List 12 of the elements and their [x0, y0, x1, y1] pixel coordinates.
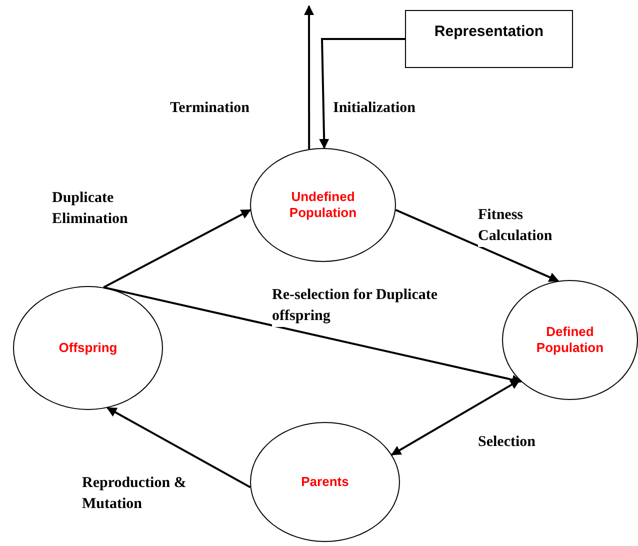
process-box: Representation	[405, 10, 573, 68]
arrow	[103, 286, 522, 385]
arrow	[390, 379, 520, 456]
arrow	[103, 209, 252, 288]
arrow	[319, 38, 405, 149]
arrow	[304, 5, 314, 150]
state-circle: Defined Population	[502, 280, 638, 400]
state-circle: Parents	[250, 422, 400, 542]
state-circle: Offspring	[13, 286, 163, 410]
arrow	[395, 209, 560, 282]
state-circle: Undefined Population	[250, 148, 396, 262]
arrow	[106, 407, 251, 488]
